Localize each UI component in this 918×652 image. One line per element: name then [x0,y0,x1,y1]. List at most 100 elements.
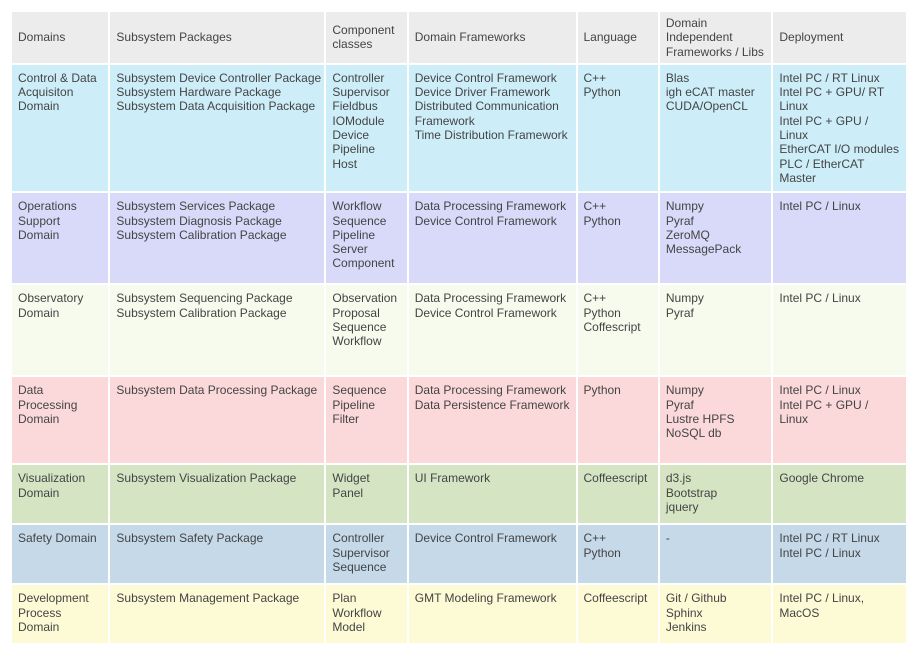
cell-text: Jenkins [665,619,707,634]
subsystem-packages-cell: Subsystem Management Package [110,585,325,644]
cell-text: C++ [583,291,607,306]
cell-text: Intel PC / RT Linux [779,531,880,546]
header-subsystem-packages: Subsystem Packages [110,12,325,63]
cell-text: Intel PC / Linux, MacOS [779,591,865,620]
cell-text: Data Processing Framework [414,383,567,398]
deployment-cell: Intel PC / Linux [773,193,906,284]
cell-text: Proposal [332,305,380,320]
domain-cell: Control & Data Acquisiton Domain [12,64,109,192]
cell-text: Subsystem Sequencing Package [116,291,293,306]
language-cell: C++Python [577,193,658,284]
cell-text: Blas [665,70,690,85]
cell-text: Subsystem Calibration Package [116,227,287,242]
language-cell: C++Python [577,64,658,192]
cell-text: EtherCAT I/O modules [779,142,899,157]
cell-text: Workflow [332,605,382,620]
cell-text: Workflow [332,334,382,349]
domain-cell: Operations Support Domain [12,193,109,284]
cell-text: Development Process Domain [18,591,89,634]
table-row: Development Process Domain Subsystem Mana… [12,585,906,644]
cell-text: jquery [665,499,699,514]
domain-cell: Observatory Domain [12,285,109,376]
cell-text: Device [332,128,370,143]
language-cell: Python [577,377,658,464]
cell-text: Model [332,619,366,634]
subsystem-packages-cell: Subsystem Data Processing Package [110,377,325,464]
cell-text: Numpy [665,199,704,214]
cell-text: Distributed Communication Framework [414,99,559,128]
cell-text: Sequence [332,383,387,398]
table-row: Observatory Domain Subsystem Sequencing P… [12,285,906,376]
cell-text: UI Framework [414,471,491,486]
header-language: Language [577,12,658,63]
header-component-classes: Component classes [326,12,407,63]
subsystem-packages-cell: Subsystem Visualization Package [110,465,325,524]
cell-text: Numpy [665,383,704,398]
cell-text: Numpy [665,291,704,306]
cell-text: Coffeescript [583,471,648,486]
cell-text: Filter [332,411,360,426]
deployment-cell: Intel PC / Linux [773,285,906,376]
domains-table: Domains Subsystem Packages Component cla… [10,10,908,645]
cell-text: Supervisor [332,545,390,560]
cell-text: Time Distribution Framework [414,128,568,143]
header-row: Domains Subsystem Packages Component cla… [12,12,906,63]
cell-text: Device Control Framework [414,70,557,85]
cell-text: - [665,531,670,546]
cell-text: Python [583,213,621,228]
cell-text: Control & Data Acquisiton Domain [18,70,97,114]
cell-text: NoSQL db [665,426,722,441]
cell-text: Python [583,383,621,398]
cell-text: Plan [332,591,357,606]
subsystem-packages-cell: Subsystem Safety Package [110,525,325,584]
cell-text: Pyraf [665,213,694,228]
cell-text: Pipeline [332,227,376,242]
cell-text: Sequence [332,319,387,334]
cell-text: igh eCAT master [665,85,755,100]
domain-cell: Data Processing Domain [12,377,109,464]
cell-text: Intel PC / Linux [779,199,861,214]
cell-text: PLC / EtherCAT Master [779,156,865,185]
language-cell: Coffeescript [577,465,658,524]
cell-text: Bootstrap [665,485,718,500]
independent-frameworks-cell: - [659,525,772,584]
cell-text: C++ [583,531,607,546]
language-cell: C++Python [577,525,658,584]
cell-text: Visualization Domain [18,471,86,500]
cell-text: Controller [332,531,385,546]
cell-text: Workflow [332,199,382,214]
cell-text: Pipeline [332,397,376,412]
cell-text: Server [332,242,368,257]
cell-text: Widget [332,471,370,486]
cell-text: Controller [332,70,385,85]
cell-text: Safety Domain [18,531,97,546]
cell-text: Intel PC + GPU / Linux [779,113,869,143]
language-cell: Coffeescript [577,585,658,644]
cell-text: Intel PC / Linux [779,291,861,306]
cell-text: Git / Github [665,591,727,606]
cell-text: Intel PC / Linux [779,545,861,560]
cell-text: MessagePack [665,242,742,257]
cell-text: d3.js [665,471,692,486]
cell-text: Pyraf [665,305,694,320]
domain-frameworks-cell: Device Control Framework [408,525,576,584]
cell-text: Data Persistence Framework [414,397,570,412]
cell-text: Observatory Domain [18,291,84,320]
domain-cell: Visualization Domain [12,465,109,524]
cell-text: C++ [583,70,607,85]
